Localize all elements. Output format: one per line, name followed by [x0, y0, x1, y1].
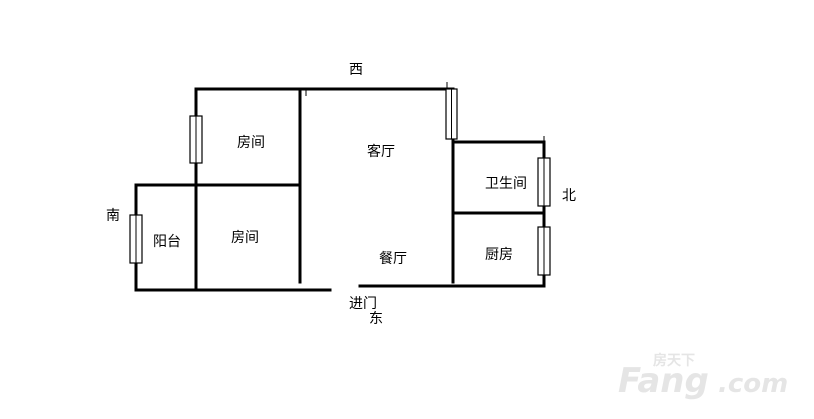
watermark-brand-cn: 房天下 — [653, 352, 695, 369]
direction-south: 南 — [106, 208, 120, 224]
watermark-brand-main: Fang — [618, 361, 709, 401]
direction-east: 东 — [369, 311, 383, 327]
room-dining: 餐厅 — [379, 251, 407, 267]
room-kitchen: 厨房 — [485, 247, 513, 263]
window-bedroom-top — [189, 115, 203, 164]
room-balcony: 阳台 — [153, 234, 181, 250]
entrance-label: 进门 — [349, 296, 377, 312]
windows — [129, 88, 551, 276]
watermark-brand-domain: .com — [718, 369, 788, 399]
window-balcony — [129, 214, 143, 264]
direction-west: 西 — [349, 62, 363, 78]
room-bedroom-top: 房间 — [237, 135, 265, 151]
window-bathroom — [537, 157, 551, 207]
walls — [134, 82, 546, 292]
room-bathroom: 卫生间 — [485, 176, 527, 192]
window-kitchen — [537, 226, 551, 276]
room-living: 客厅 — [367, 143, 395, 160]
window-living — [445, 88, 458, 140]
fang-watermark-logo: 房天下 Fang .com — [618, 352, 788, 401]
room-bedroom-bottom: 房间 — [231, 230, 259, 246]
direction-north: 北 — [562, 188, 576, 204]
